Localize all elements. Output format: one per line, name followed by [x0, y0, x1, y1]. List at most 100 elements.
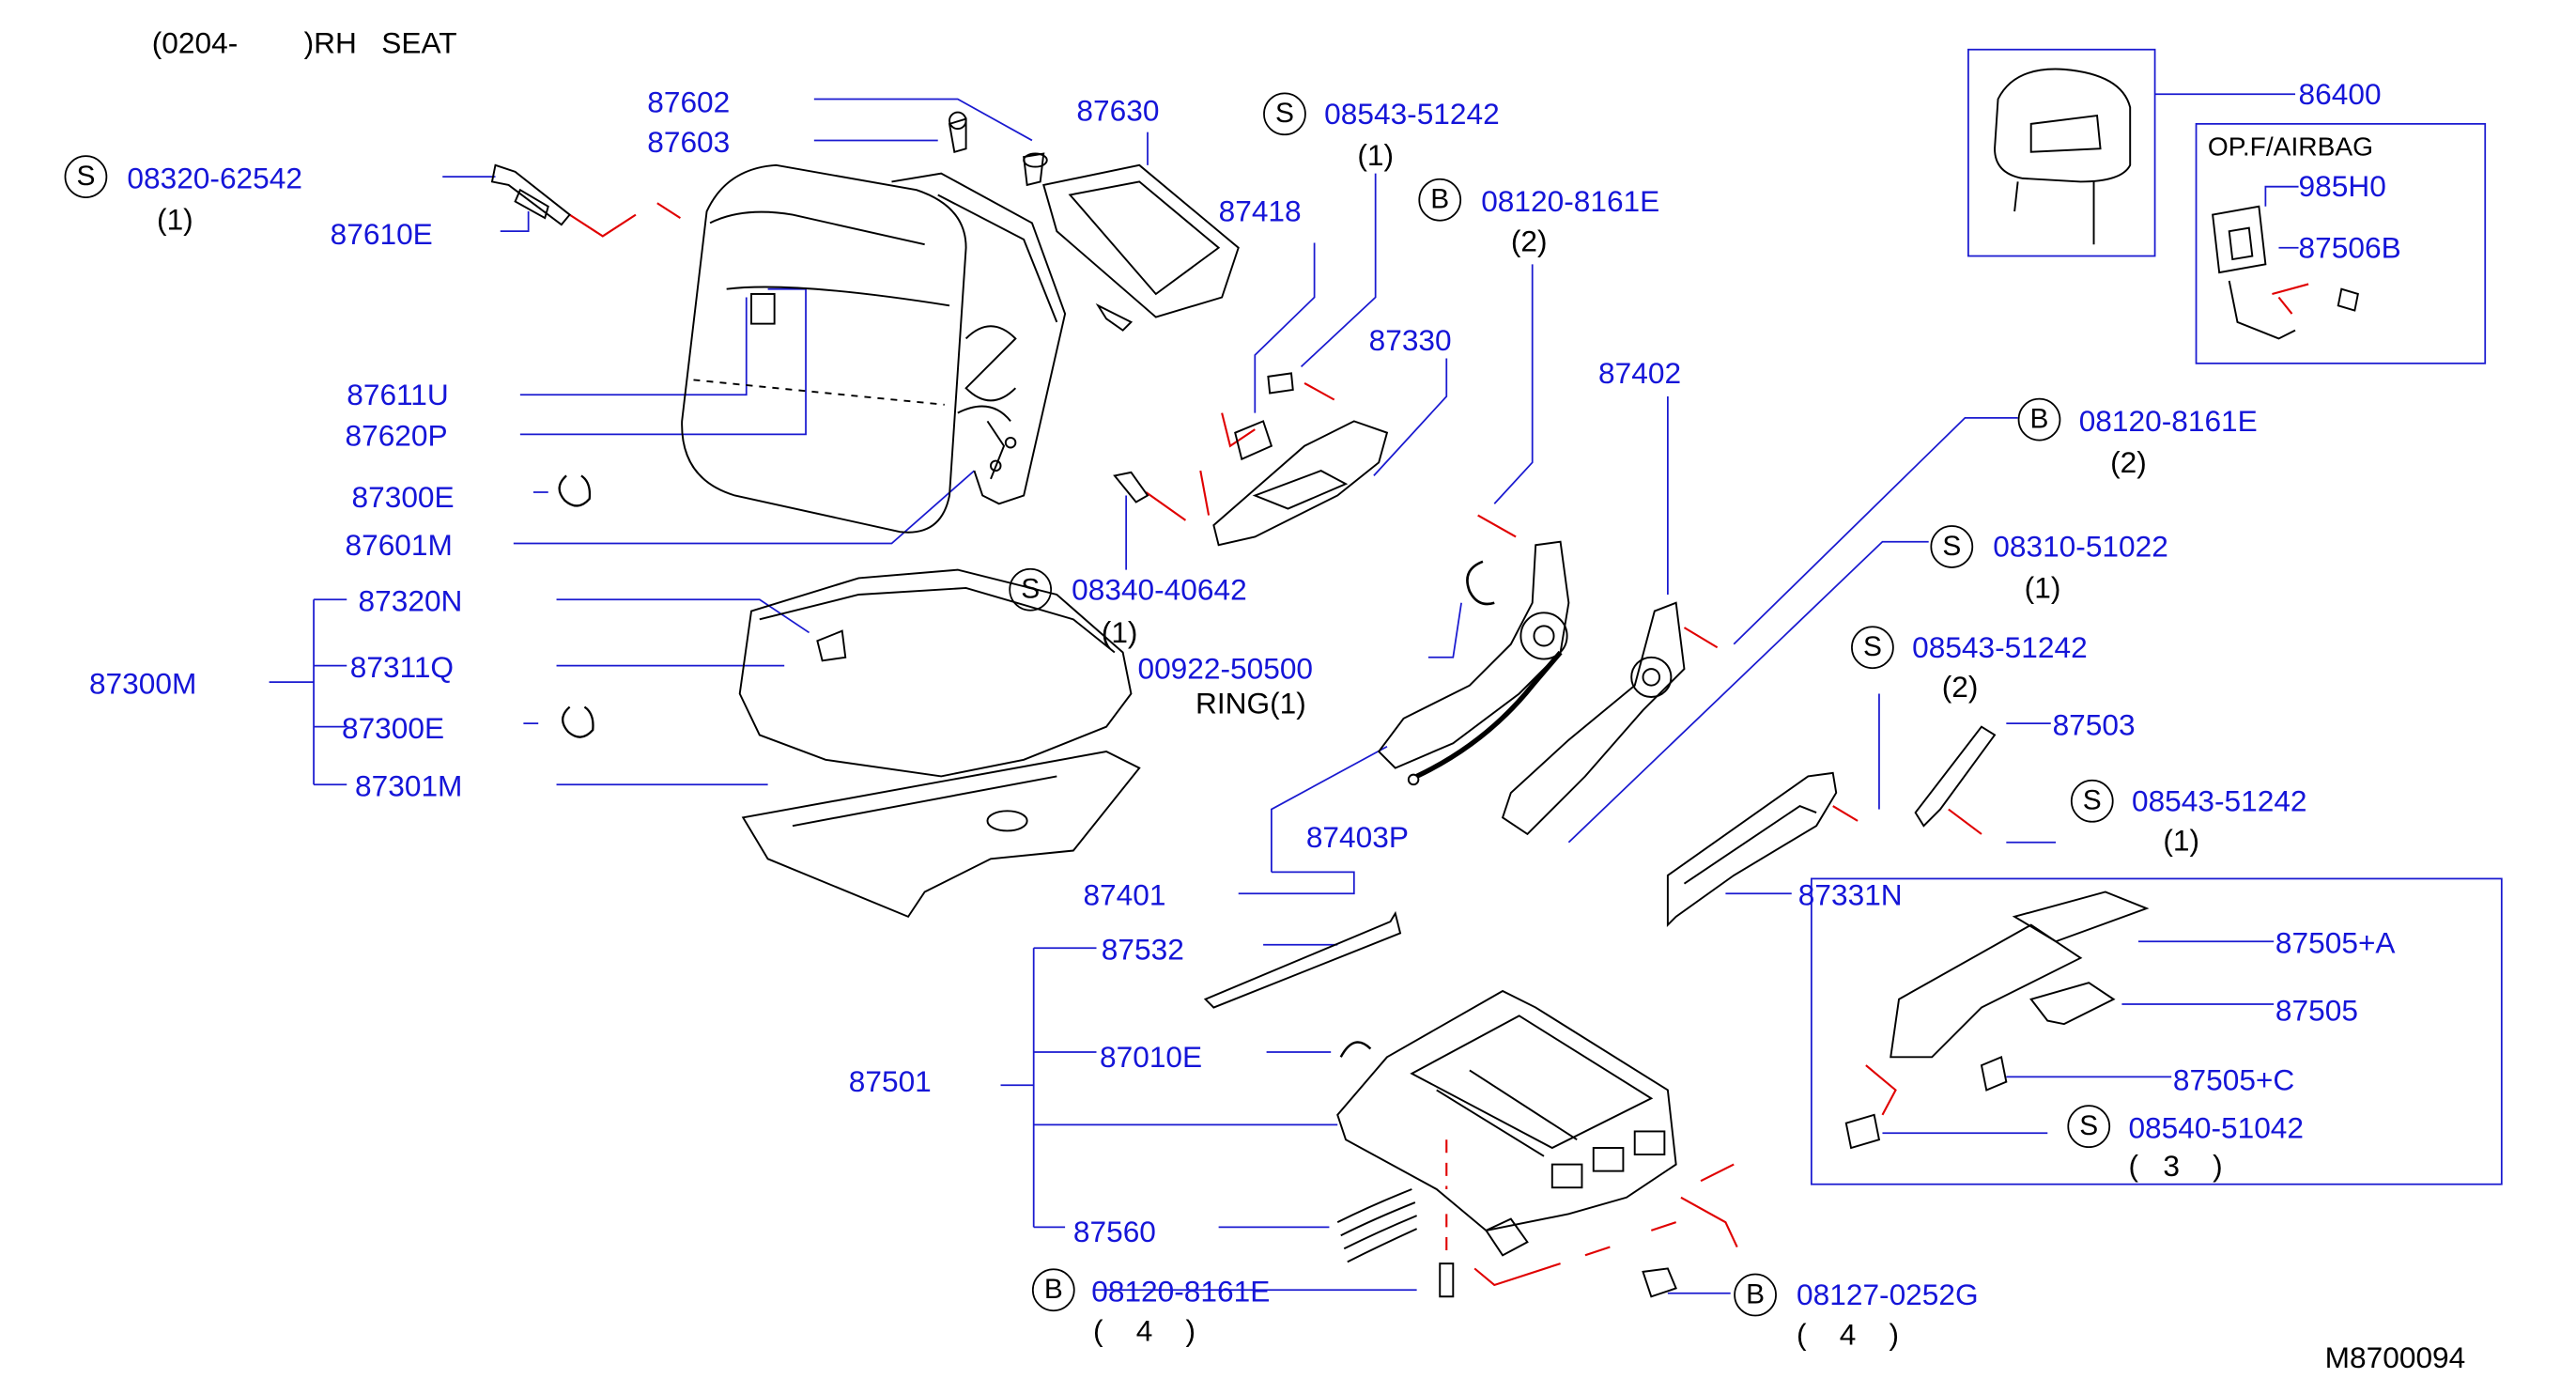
screw-symbol: S [2067, 1105, 2111, 1149]
cover-87331N [1666, 771, 1838, 927]
bolt-symbol: B [1734, 1273, 1777, 1317]
part-number-08340-40642[interactable]: 08340-40642 [1072, 573, 1247, 607]
part-number-87300E-b[interactable]: 87300E [341, 711, 445, 745]
ring-qty: RING(1) [1195, 687, 1306, 720]
part-number-08543-51242-b[interactable]: 08543-51242 [1912, 630, 2088, 664]
part-number-87532[interactable]: 87532 [1101, 933, 1184, 967]
part-number-87603[interactable]: 87603 [647, 125, 731, 159]
part-number-87601M[interactable]: 87601M [345, 528, 453, 562]
screw-symbol: S [1263, 92, 1306, 136]
frame-86400 [1967, 48, 2156, 257]
part-number-87611U[interactable]: 87611U [347, 378, 449, 411]
leader-87601M [513, 470, 975, 545]
part-number-87301M[interactable]: 87301M [355, 769, 463, 803]
part-number-08543-51242-c[interactable]: 08543-51242 [2131, 784, 2307, 818]
qty-08310-51022: (1) [2024, 571, 2061, 605]
qty-08540-51042: ( 3 ) [2128, 1149, 2223, 1183]
screw-symbol: S [64, 155, 108, 198]
bolt-symbol: B [1031, 1268, 1075, 1312]
screw-symbol: S [2070, 779, 2114, 823]
recliner-87401 [1377, 540, 1570, 769]
leader-bracket-87501 [1000, 947, 1338, 1229]
leader-87320N [556, 598, 810, 634]
leader-87611U [519, 297, 748, 396]
diagram-title: (0204- )RH SEAT [151, 26, 457, 60]
part-number-87300M[interactable]: 87300M [88, 667, 197, 701]
recliner-87402 [1501, 601, 1686, 836]
leader-ring [1427, 602, 1462, 658]
screw-symbol: S [1930, 525, 1974, 568]
part-number-87560[interactable]: 87560 [1072, 1216, 1156, 1249]
part-number-87503[interactable]: 87503 [2052, 708, 2136, 742]
leader-87602 [813, 98, 1033, 142]
part-number-87620P[interactable]: 87620P [345, 419, 448, 453]
part-number-87403P[interactable]: 87403P [1305, 820, 1409, 855]
wire-87532 [1203, 910, 1402, 1009]
part-number-08120-8161E-a[interactable]: 08120-8161E [1481, 184, 1660, 219]
knob-87418 [1234, 420, 1273, 461]
rail-87505A [2012, 891, 2150, 943]
part-number-08120-8161E-b[interactable]: 08120-8161E [2078, 404, 2258, 438]
cover-87330 [1212, 420, 1389, 547]
part-number-87505-plus-a[interactable]: 87505+A [2275, 926, 2396, 960]
qty-08120-8161E-b: (2) [2110, 445, 2147, 479]
part-number-86400[interactable]: 86400 [2298, 77, 2382, 111]
leader-87330 [1373, 358, 1448, 476]
part-number-87630[interactable]: 87630 [1076, 94, 1160, 128]
part-number-08320-62542[interactable]: 08320-62542 [127, 162, 302, 195]
part-number-87010E[interactable]: 87010E [1100, 1040, 1203, 1074]
seatback-cushion [681, 163, 967, 534]
part-number-87311Q[interactable]: 87311Q [349, 650, 455, 684]
part-number-87320N[interactable]: 87320N [358, 584, 463, 618]
leader-08543a [1300, 173, 1377, 367]
seatback-frame [891, 172, 1067, 505]
part-number-08120-8161E-c[interactable]: 08120-8161E [1091, 1275, 1271, 1309]
qty-08120-8161E-c: ( 4 ) [1092, 1314, 1196, 1348]
leader-87403P [1271, 745, 1388, 873]
part-number-00922-50500[interactable]: 00922-50500 [1137, 652, 1314, 686]
qty-08120-8161E-a: (2) [1510, 225, 1548, 258]
qty-08320-62542: (1) [157, 203, 193, 237]
part-number-87602[interactable]: 87602 [647, 85, 731, 119]
bolt-symbol: B [2017, 397, 2061, 441]
armrest-87630 [1042, 163, 1240, 318]
screw-08320 [490, 163, 571, 226]
bolt-symbol: B [1418, 178, 1462, 222]
leader-bracket-87300M [269, 598, 347, 786]
part-number-08540-51042[interactable]: 08540-51042 [2128, 1111, 2305, 1145]
part-number-985H0[interactable]: 985H0 [2298, 170, 2386, 204]
part-number-87501[interactable]: 87501 [848, 1065, 932, 1099]
part-number-87505-plus-c[interactable]: 87505+C [2172, 1063, 2295, 1097]
spring-87560 [1336, 1188, 1418, 1263]
leader-08120a [1493, 264, 1534, 504]
part-number-87300E-a[interactable]: 87300E [351, 480, 455, 514]
bracket-87505 [2029, 982, 2116, 1026]
clip-87505C [1980, 1055, 2008, 1092]
part-number-87505[interactable]: 87505 [2275, 994, 2358, 1028]
part-number-87506B[interactable]: 87506B [2298, 231, 2401, 265]
airbag-sensor [2212, 205, 2267, 274]
part-number-08543-51242-a[interactable]: 08543-51242 [1324, 97, 1500, 131]
part-number-87418[interactable]: 87418 [1218, 194, 1302, 228]
part-number-87402[interactable]: 87402 [1598, 356, 1682, 390]
leader-87620P [519, 287, 807, 436]
frame-87505 [1810, 877, 2503, 1185]
qty-08127-0252G: ( 4 ) [1797, 1318, 1900, 1352]
cable-87403P [1415, 650, 1563, 779]
leader-08120b [1733, 416, 2018, 645]
leader-87610E [500, 211, 530, 233]
frame-airbag [2195, 122, 2487, 364]
qty-08543-51242-b: (2) [1941, 670, 1979, 705]
part-number-08127-0252G[interactable]: 08127-0252G [1797, 1278, 1979, 1312]
part-number-87331N[interactable]: 87331N [1797, 878, 1903, 912]
qty-08340-40642: (1) [1101, 615, 1138, 650]
bracket-87503 [1914, 725, 1997, 828]
option-airbag-label: OP.F/AIRBAG [2207, 133, 2374, 163]
qty-08543-51242-a: (1) [1357, 138, 1395, 172]
part-number-08310-51022[interactable]: 08310-51022 [1993, 530, 2168, 564]
part-number-87330[interactable]: 87330 [1368, 323, 1452, 357]
part-number-87610E[interactable]: 87610E [330, 218, 433, 252]
part-number-87401[interactable]: 87401 [1083, 878, 1166, 912]
slide-frame [1336, 989, 1677, 1231]
